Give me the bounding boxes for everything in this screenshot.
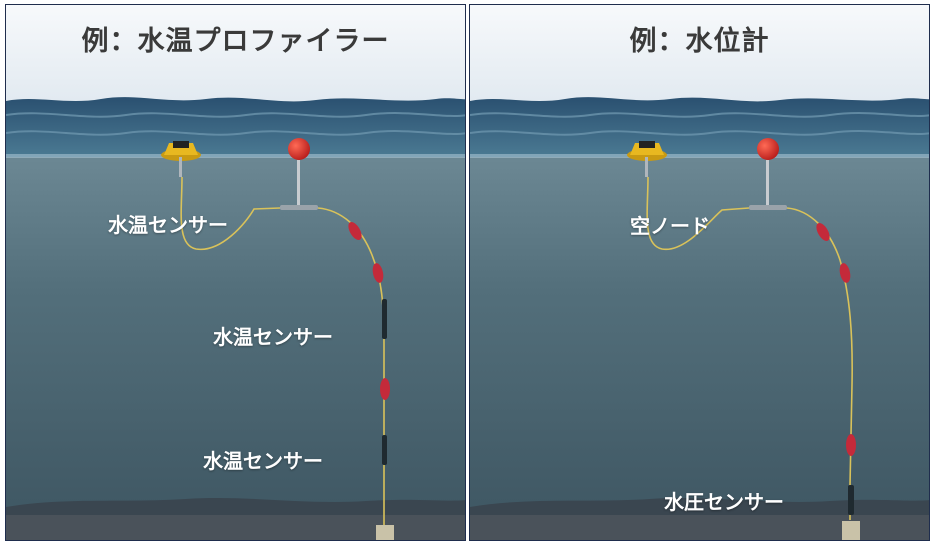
logger-buoy [161,141,201,177]
float [372,263,384,283]
water-surface [470,97,929,157]
node-cable-short [646,176,750,250]
profiler-scene [6,5,465,540]
sensor-label: 水圧センサー [664,490,784,514]
float [846,434,856,456]
panel-water-level-gauge: 例：水位計 空ノード 水圧センサー [469,4,930,541]
water-surface [6,97,465,157]
water-body [6,155,465,540]
float [348,221,362,241]
sky [6,5,465,101]
node-label: 空ノード [630,214,710,238]
sensor-label: 水温センサー [213,325,333,349]
surface-buoy [749,138,787,210]
temperature-sensor [382,299,387,339]
panel-water-temperature-profiler: 例：水温プロファイラー 水温センサー 水温センサー 水温センサー [5,4,466,541]
sky [470,5,929,101]
sensor-label: 水温センサー [203,449,323,473]
water-level-scene [470,5,929,540]
anchor [376,525,394,540]
surface-buoy [280,138,318,210]
panel-title: 例：水温プロファイラー [81,26,390,57]
float [380,378,390,400]
float [839,263,851,283]
temperature-sensor [382,435,387,465]
panel-title: 例：水位計 [629,26,770,57]
float [816,222,830,242]
sensor-label: 水温センサー [108,213,228,237]
anchor [842,521,860,540]
sensor-cable-short [180,176,281,250]
logger-buoy [627,141,667,177]
pressure-sensor [848,485,854,515]
